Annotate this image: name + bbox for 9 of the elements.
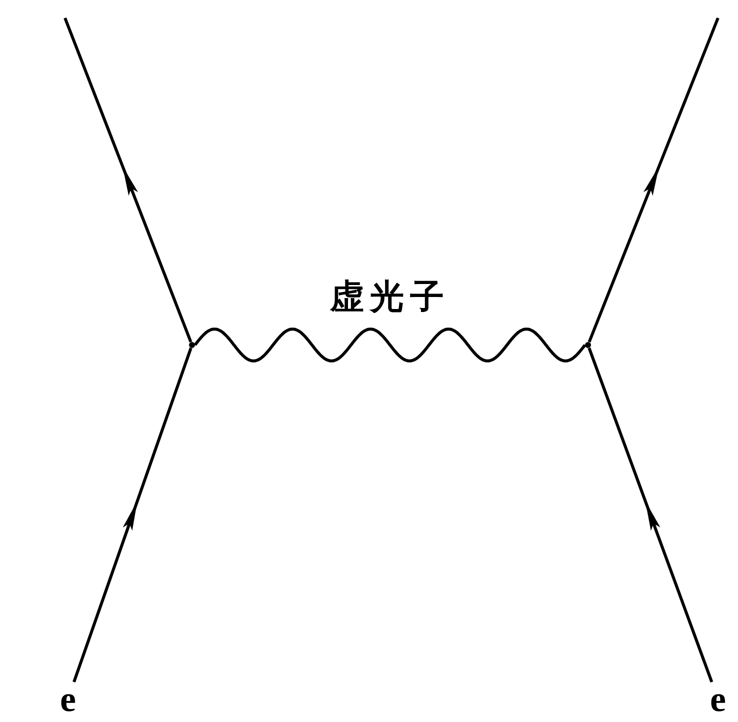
arrow [588, 17, 720, 343]
arrow [588, 347, 714, 683]
particle-label: e [705, 682, 731, 716]
particle-label: e [55, 682, 81, 716]
vertex-dot [189, 342, 195, 348]
vertex-dot [585, 342, 591, 348]
arrow [64, 17, 192, 343]
arrow [72, 348, 192, 682]
wavy-line [194, 328, 586, 362]
